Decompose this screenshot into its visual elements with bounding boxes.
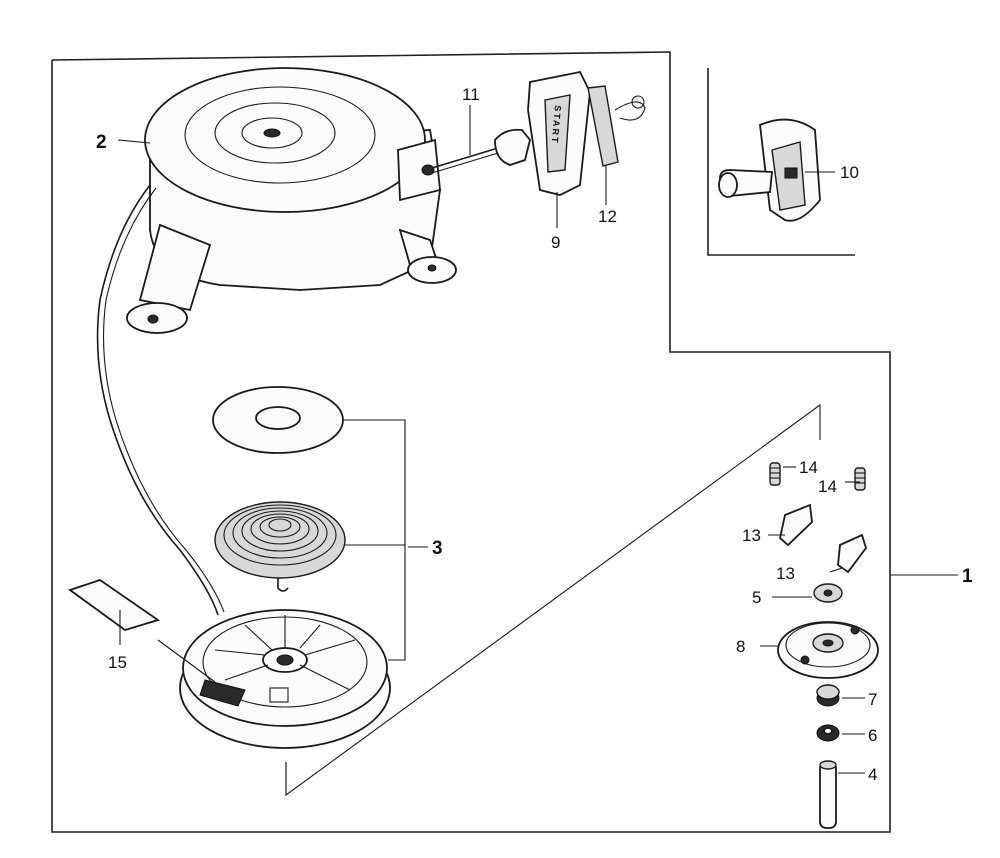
label-pointer (157, 639, 216, 683)
label-part-9: 9 (551, 233, 560, 252)
label-part-10: 10 (840, 163, 859, 182)
drive-plate-8 (777, 621, 879, 679)
label-part-4: 4 (868, 765, 877, 784)
rope-cable-2 (431, 149, 509, 174)
label-part-3: 3 (432, 538, 443, 559)
friction-plate-5 (813, 583, 843, 603)
ratchets-13 (779, 503, 867, 574)
pin-4 (819, 760, 837, 829)
recoil-housing (126, 67, 457, 334)
part3-bracket (343, 419, 406, 661)
label-part-15: 15 (108, 653, 127, 672)
diagram-frame (51, 51, 891, 833)
washer-plate (212, 386, 344, 454)
washer-6 (816, 724, 840, 742)
label-part-14b: 14 (818, 477, 837, 496)
label-part-13a: 13 (742, 526, 761, 545)
leader-lines (117, 105, 958, 774)
caution-label (68, 579, 161, 631)
recoil-handle: START (494, 70, 591, 196)
label-part-2: 2 (96, 132, 107, 153)
starter-rope-inner (103, 187, 225, 613)
label-part-5: 5 (752, 588, 761, 607)
alt-recoil-handle (718, 118, 821, 222)
recoil-reel (179, 609, 391, 749)
label-part-8: 8 (736, 637, 745, 656)
starter-rope (96, 184, 219, 616)
rope-retainer (587, 85, 646, 167)
springs-14 (769, 462, 866, 491)
kit-bracket (285, 403, 821, 797)
label-part-11: 11 (462, 85, 480, 104)
label-part-12: 12 (598, 207, 617, 226)
label-part-7: 7 (868, 690, 877, 709)
label-part-14a: 14 (799, 458, 818, 477)
label-part-1: 1 (962, 566, 973, 587)
spring-7 (816, 684, 840, 707)
inset-frame (707, 68, 855, 256)
spiral-spring (214, 501, 346, 592)
grip-text: START (550, 105, 563, 145)
label-part-13b: 13 (776, 564, 795, 583)
label-part-6: 6 (868, 726, 877, 745)
